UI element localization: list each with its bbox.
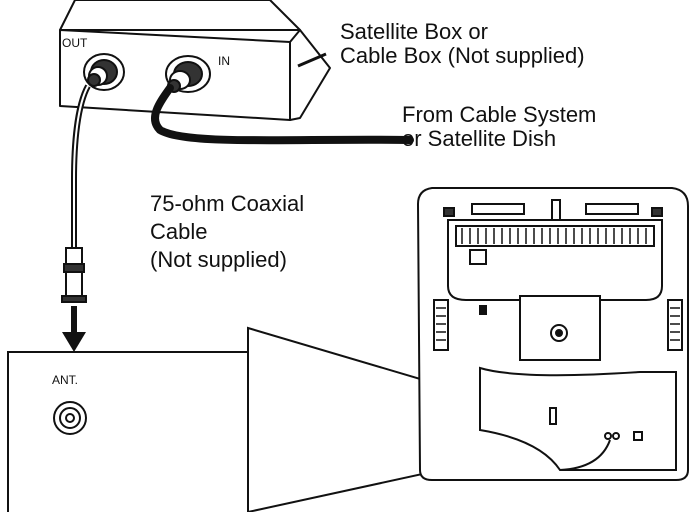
source-label-line-1: From Cable System [402, 102, 597, 127]
source-label-line-2: or Satellite Dish [402, 126, 557, 151]
out-connector-icon [83, 53, 125, 91]
tv-vents [436, 228, 680, 341]
coax-label-line-2: Cable [150, 219, 208, 244]
satellite-box-label-line-2: Cable Box (Not supplied) [340, 43, 585, 68]
enlarged-panel [7, 351, 249, 512]
tv-back-panel-icon [416, 187, 689, 481]
satellite-box-label-line-1: Satellite Box or [340, 19, 488, 44]
ant-jack-icon [53, 401, 87, 435]
coaxial-plug-icon [61, 247, 87, 303]
coax-label-line-1: 75-ohm Coaxial [150, 191, 305, 216]
down-arrow-icon [62, 306, 86, 352]
coaxial-cable [71, 84, 91, 248]
satellite-box-top [59, 0, 301, 31]
in-connector-icon [165, 55, 211, 93]
source-label: From Cable System or Satellite Dish [402, 103, 596, 151]
tv-antenna-lead [559, 439, 611, 471]
satellite-box-pointer [297, 52, 327, 68]
out-label: OUT [62, 36, 88, 50]
coax-label-line-3: (Not supplied) [150, 247, 287, 272]
satellite-box-side [289, 29, 331, 121]
satellite-box-label: Satellite Box or Cable Box (Not supplied… [340, 20, 585, 68]
in-label: IN [218, 54, 230, 68]
incoming-cable [151, 84, 414, 145]
ant-label: ANT. [52, 373, 79, 387]
coax-label: 75-ohm Coaxial Cable (Not supplied) [150, 190, 304, 274]
